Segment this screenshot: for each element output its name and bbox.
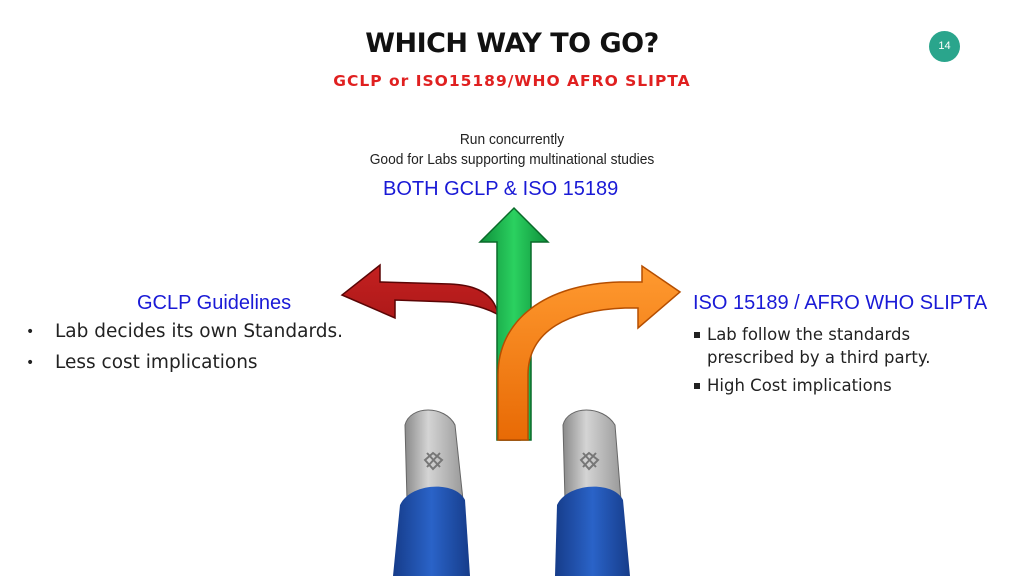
left-foot: [393, 409, 470, 576]
right-bullet-list: Lab follow the standards prescribed by a…: [692, 323, 930, 402]
center-heading: BOTH GCLP & ISO 15189: [383, 178, 619, 200]
right-bullet-item: prescribed by a third party.: [707, 348, 931, 367]
right-arrow-icon: [497, 264, 682, 441]
right-heading: ISO 15189 / AFRO WHO SLIPTA: [693, 292, 988, 314]
right-bullet-item: Lab follow the standards: [692, 323, 930, 346]
slide-title: WHICH WAY TO GO?: [365, 28, 659, 59]
left-bullet-item: Less cost implications: [22, 349, 343, 380]
left-bullet-list: Lab decides its own Standards. Less cost…: [22, 318, 343, 380]
center-note-line-2: Good for Labs supporting multinational s…: [369, 151, 655, 168]
up-arrow-icon: [478, 206, 550, 441]
left-bullet-item: Lab decides its own Standards.: [22, 318, 343, 349]
left-heading: GCLP Guidelines: [137, 292, 292, 314]
right-bullet-item: High Cost implications: [692, 374, 930, 397]
center-note-line-1: Run concurrently: [459, 131, 565, 148]
right-foot: [555, 409, 630, 576]
slide-number-badge: 14: [929, 31, 960, 62]
feet-icon: [393, 409, 630, 576]
slide-subtitle: GCLP or ISO15189/WHO AFRO SLIPTA: [333, 72, 691, 90]
direction-arrows: [340, 206, 682, 441]
